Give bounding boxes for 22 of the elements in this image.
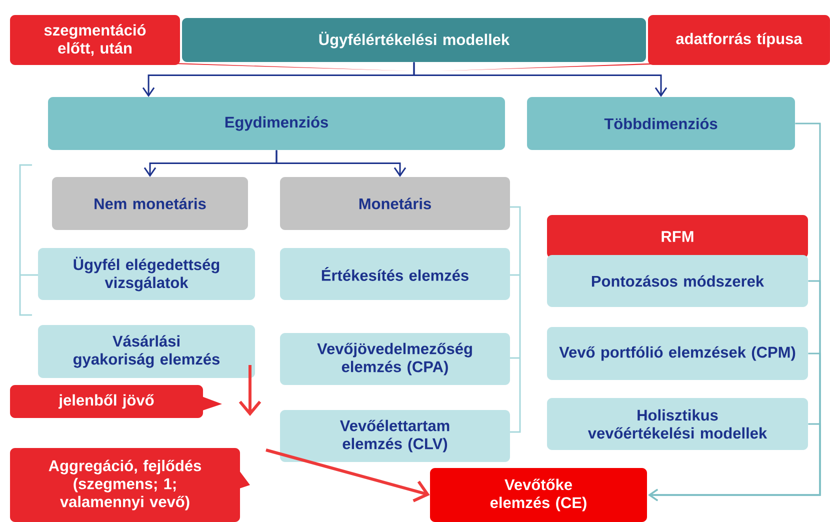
arrow <box>276 150 406 177</box>
category-box: Egydimenziós <box>48 97 505 150</box>
method-box: Pontozásos módszerek <box>547 255 808 307</box>
method-box: Értékesítés elemzés <box>280 248 510 300</box>
method-box: Vásárlási gyakoriság elemzés <box>38 325 255 378</box>
method-box: Ügyfél elégedettség vizsgálatok <box>38 248 255 300</box>
callout-box: Aggregáció, fejlődés (szegmens; 1; valamennyi vevő) <box>10 448 250 522</box>
header-box: RFM <box>547 215 808 258</box>
subcategory-box: Nem monetáris <box>52 177 248 230</box>
arrow <box>266 448 430 502</box>
category-box: Többdimenziós <box>527 97 795 150</box>
subcategory-box: Monetáris <box>280 177 510 230</box>
result-box: Vevőtőke elemzés (CE) <box>430 468 647 522</box>
method-box: Vevőjövedelmezőség elemzés (CPA) <box>280 333 510 385</box>
method-box: Vevő portfólió elemzések (CPM) <box>547 327 808 380</box>
title-box: Ügyfélértékelési modellek <box>182 18 646 62</box>
arrow <box>238 365 262 416</box>
callout-box: jelenből jövő <box>10 385 222 418</box>
method-box: Vevőélettartam elemzés (CLV) <box>280 410 510 462</box>
method-box: Holisztikus vevőértékelési modellek <box>547 398 808 450</box>
arrow <box>413 62 668 97</box>
arrow <box>648 423 821 502</box>
